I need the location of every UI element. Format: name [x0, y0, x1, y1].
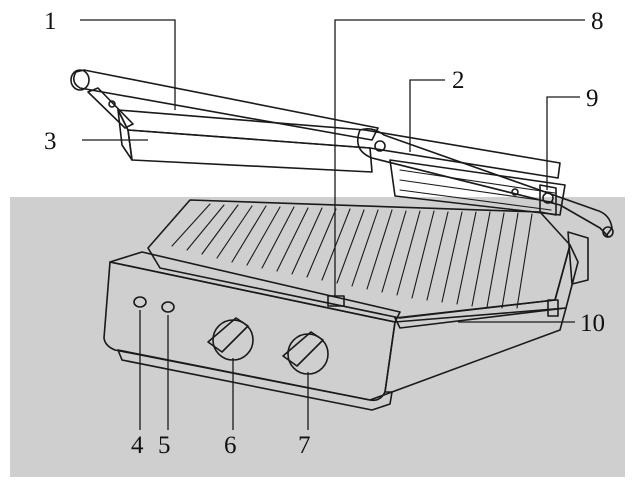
hinge-arm [356, 128, 614, 238]
callout-10: 10 [580, 310, 605, 337]
leader-lines [80, 19, 585, 430]
callout-2: 2 [452, 67, 465, 94]
leader-line-1 [80, 19, 176, 110]
callout-9: 9 [586, 85, 599, 112]
base-unit [103, 199, 589, 411]
leader-line-8 [334, 19, 585, 296]
plate-release-clip [327, 295, 345, 307]
grill-ribs [171, 203, 533, 309]
callout-1: 1 [44, 8, 57, 35]
handle [70, 69, 379, 141]
leader-line-9 [546, 96, 580, 190]
callout-6: 6 [224, 432, 237, 459]
lid-plate-ribs [399, 169, 556, 211]
callout-5: 5 [158, 432, 171, 459]
callout-4: 4 [131, 432, 144, 459]
callout-labels: 1 2 3 4 5 6 7 8 9 10 [44, 8, 605, 459]
callout-8: 8 [591, 8, 604, 35]
callout-7: 7 [298, 432, 311, 459]
power-indicator-light [133, 296, 147, 308]
leader-line-2 [409, 79, 445, 152]
upper-lid [117, 109, 566, 216]
ready-indicator-light [161, 301, 175, 313]
callout-3: 3 [44, 128, 57, 155]
